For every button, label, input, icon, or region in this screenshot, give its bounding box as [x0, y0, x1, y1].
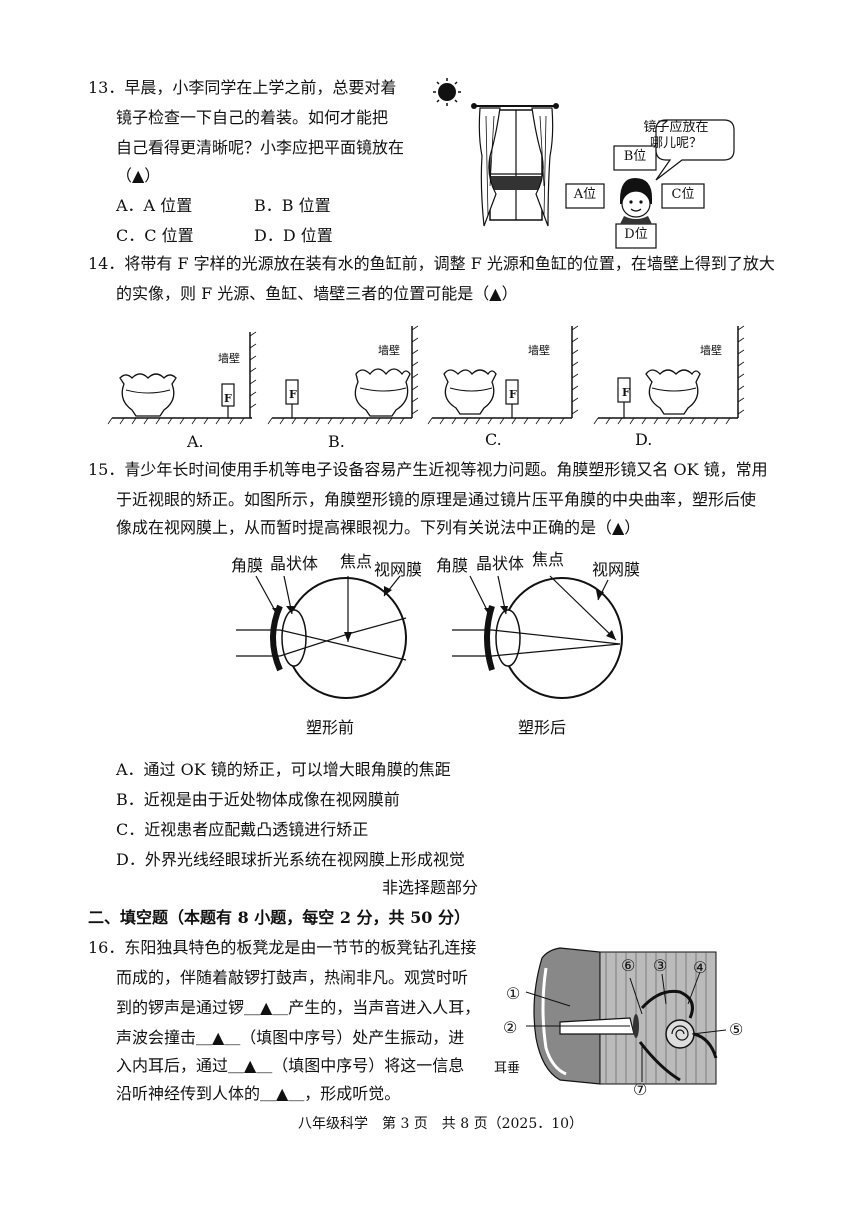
- section-note: 非选择题部分: [382, 878, 479, 897]
- ear-earlobe-label: 耳垂: [494, 1061, 521, 1076]
- q13-line1: 13．早晨，小李同学在上学之前，总要对着: [88, 78, 397, 97]
- before-focus-label: 焦点: [340, 552, 373, 571]
- q13-line2: 镜子检查一下自己的着装。如何才能把: [116, 108, 389, 127]
- boy-figure: [620, 178, 652, 224]
- q13-box-a: A位: [573, 187, 597, 202]
- q13-option-a: A．A 位置: [116, 196, 193, 215]
- q13-option-d: D．D 位置: [254, 226, 333, 245]
- q15-line3: 像成在视网膜上，从而暂时提高裸眼视力。下列有关说法中正确的是（▲）: [116, 518, 641, 537]
- q14-d-caption: D.: [635, 430, 653, 449]
- q14-b-F-label: F: [289, 388, 297, 401]
- q15-option-d: D．外界光线经眼球折光系统在视网膜上形成视觉: [116, 850, 465, 869]
- q13-speech-bubble-text: 镜子应放在 哪儿呢？: [643, 120, 709, 151]
- after-focus-label: 焦点: [532, 550, 565, 569]
- fishbowl-icon: [119, 373, 177, 417]
- q16-line2: 而成的，伴随着敲锣打鼓声，热闹非凡。观赏时听: [116, 968, 469, 987]
- q13-option-c: C．C 位置: [116, 226, 194, 245]
- sun-icon: [433, 78, 461, 106]
- before-cornea-label: 角膜: [231, 556, 264, 575]
- ear-label-3: ③: [653, 956, 668, 975]
- q14-c-F-label: F: [509, 388, 517, 401]
- q16-line3: 到的锣声是通过锣＿▲＿产生的，当声音进入人耳，: [116, 998, 481, 1017]
- q15-option-b: B．近视是由于近处物体成像在视网膜前: [116, 790, 400, 809]
- ear-label-4: ④: [693, 958, 708, 977]
- section2-title: 二、填空题（本题有 8 小题，每空 2 分，共 50 分）: [88, 908, 470, 927]
- q14-a-caption: A.: [187, 432, 204, 451]
- q13-line4: （▲）: [116, 166, 161, 185]
- q14-c-wall-label: 墙壁: [528, 344, 550, 357]
- ear-label-2: ②: [503, 1018, 518, 1037]
- q16-line1: 16．东阳独具特色的板凳龙是由一节节的板凳钻孔连接: [88, 938, 477, 957]
- q14-line1: 14．将带有 F 字样的光源放在装有水的鱼缸前，调整 F 光源和鱼缸的位置，在墙…: [88, 254, 775, 273]
- q14-figure-d: [593, 325, 745, 425]
- fishbowl-icon: [645, 369, 701, 415]
- page-footer: 八年级科学 第 3 页 共 8 页（2025．10）: [298, 1116, 584, 1132]
- q15-option-a: A．通过 OK 镜的矫正，可以增大眼角膜的焦距: [116, 760, 451, 779]
- q14-figure-a: [107, 331, 257, 425]
- ear-label-1: ①: [506, 984, 521, 1003]
- q13-box-d: D位: [624, 227, 648, 242]
- fishbowl-icon: [443, 369, 497, 415]
- eye-diagram-before: [236, 575, 407, 699]
- after-lens-label: 晶状体: [476, 554, 525, 573]
- q14-b-wall-label: 墙壁: [378, 344, 400, 357]
- q16-line5: 入内耳后，通过＿▲＿（填图中序号）将这一信息: [116, 1056, 465, 1075]
- q13-box-c: C位: [671, 187, 695, 202]
- q13-line3: 自己看得更清晰呢？小李应把平面镜放在: [116, 138, 405, 157]
- q14-d-F-label: F: [622, 386, 630, 399]
- q16-line4: 声波会撞击＿▲＿（填图中序号）处产生振动，进: [116, 1028, 465, 1047]
- ear-label-5: ⑤: [729, 1020, 744, 1039]
- q14-c-caption: C.: [485, 430, 502, 449]
- q14-b-caption: B.: [328, 432, 345, 451]
- ear-label-6: ⑥: [621, 956, 636, 975]
- ear-label-7: ⑦: [633, 1080, 648, 1099]
- after-retina-label: 视网膜: [592, 560, 641, 579]
- q14-a-wall-label: 墙壁: [218, 352, 240, 365]
- q14-figure-c: [427, 325, 579, 425]
- eye-diagram-after: [452, 575, 623, 699]
- q14-d-wall-label: 墙壁: [700, 344, 722, 357]
- q14-line2: 的实像，则 F 光源、鱼缸、墙壁三者的位置可能是（▲）: [116, 284, 518, 303]
- before-lens-label: 晶状体: [270, 554, 319, 573]
- q13-option-b: B．B 位置: [254, 196, 331, 215]
- caption-before: 塑形前: [306, 718, 355, 737]
- caption-after: 塑形后: [518, 718, 567, 737]
- q14-figure-b: [267, 325, 419, 425]
- q14-a-F-label: F: [224, 392, 232, 405]
- q16-line6: 沿听神经传到人体的＿▲＿，形成听觉。: [116, 1084, 401, 1103]
- ear-diagram: [525, 947, 727, 1085]
- after-cornea-label: 角膜: [436, 556, 469, 575]
- fishbowl-icon: [354, 368, 411, 417]
- q15-line1: 15．青少年长时间使用手机等电子设备容易产生近视等视力问题。角膜塑形镜又名 OK…: [88, 460, 768, 479]
- q13-room-figure: [433, 78, 735, 249]
- q15-option-c: C．近视患者应配戴凸透镜进行矫正: [116, 820, 369, 839]
- q13-box-b: B位: [623, 149, 647, 164]
- before-retina-label: 视网膜: [374, 560, 423, 579]
- q15-line2: 于近视眼的矫正。如图所示，角膜塑形镜的原理是通过镜片压平角膜的中央曲率，塑形后使: [116, 490, 757, 509]
